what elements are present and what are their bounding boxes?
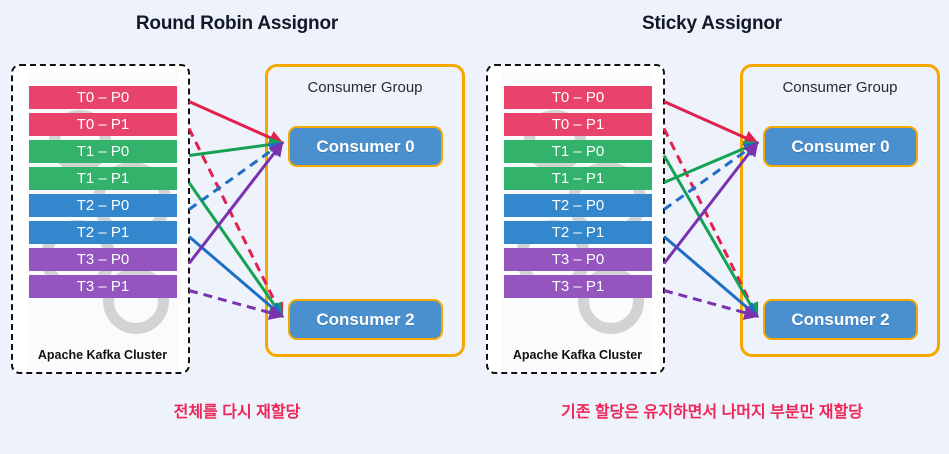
- partition-block[interactable]: T3 – P0: [29, 248, 177, 271]
- partition-block[interactable]: T1 – P1: [29, 167, 177, 190]
- consumer-box[interactable]: Consumer 2: [288, 299, 443, 340]
- panel-title: Round Robin Assignor: [135, 13, 339, 34]
- consumer-box[interactable]: Consumer 0: [763, 126, 918, 167]
- partition-block[interactable]: T0 – P0: [29, 86, 177, 109]
- panel-round-robin: Round Robin Assignor T0 – P0 T0 – P1 T1 – P…: [0, 0, 474, 454]
- consumer-box[interactable]: Consumer 0: [288, 126, 443, 167]
- partition-block[interactable]: T3 – P1: [504, 275, 652, 298]
- panel-caption: 전체를 다시 재할당: [173, 404, 301, 421]
- consumer-group-title: Consumer Group: [782, 79, 898, 96]
- partition-block[interactable]: T1 – P0: [29, 140, 177, 163]
- cluster-label: Apache Kafka Cluster: [512, 348, 643, 362]
- partition-list: T0 – P0 T0 – P1 T1 – P0 T1 – P1 T2 – P0 T2 – …: [504, 86, 652, 302]
- partition-block[interactable]: T2 – P1: [29, 221, 177, 244]
- partition-block[interactable]: T1 – P1: [504, 167, 652, 190]
- partition-block[interactable]: T3 – P1: [29, 275, 177, 298]
- panel-sticky: Sticky Assignor T0 – P0 T0 – P1 T1 – P0 T1 –…: [475, 0, 949, 454]
- kafka-cluster-box: T0 – P0 T0 – P1 T1 – P0 T1 – P1 T2 – P0 T2 – …: [486, 64, 665, 374]
- partition-block[interactable]: T2 – P0: [504, 194, 652, 217]
- partition-list: T0 – P0 T0 – P1 T1 – P0 T1 – P1 T2 – P0 T2 – …: [29, 86, 177, 302]
- cluster-label: Apache Kafka Cluster: [37, 348, 168, 362]
- partition-block[interactable]: T1 – P0: [504, 140, 652, 163]
- consumer-box[interactable]: Consumer 2: [763, 299, 918, 340]
- kafka-cluster-box: T0 – P0 T0 – P1 T1 – P0 T1 – P1 T2 – P0 T2 – …: [11, 64, 190, 374]
- partition-block[interactable]: T2 – P0: [29, 194, 177, 217]
- partition-block[interactable]: T2 – P1: [504, 221, 652, 244]
- consumer-group-title: Consumer Group: [307, 79, 423, 96]
- partition-block[interactable]: T0 – P0: [504, 86, 652, 109]
- partition-block[interactable]: T0 – P1: [504, 113, 652, 136]
- partition-block[interactable]: T0 – P1: [29, 113, 177, 136]
- panel-title: Sticky Assignor: [642, 13, 782, 34]
- panel-caption: 기존 할당은 유지하면서 나머지 부분만 재할당: [561, 404, 863, 421]
- partition-block[interactable]: T3 – P0: [504, 248, 652, 271]
